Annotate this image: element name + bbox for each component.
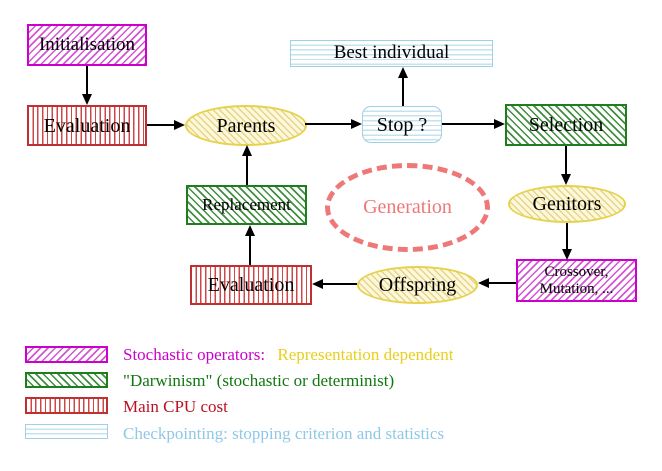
- node-replacement-label: Replacement: [202, 194, 291, 214]
- arrowhead-down-icon: [562, 249, 572, 260]
- arrow-line: [249, 235, 251, 265]
- node-evaluation-top-label: Evaluation: [43, 114, 131, 137]
- arrowhead-up-icon: [398, 67, 408, 78]
- node-evaluation-bottom-label: Evaluation: [207, 274, 295, 296]
- arrow-line: [322, 283, 357, 285]
- node-stop: Stop ?: [362, 106, 442, 143]
- node-replacement: Replacement: [186, 185, 307, 225]
- legend-label-cpu: Main CPU cost: [123, 397, 228, 416]
- legend-label-stochastic-main: Stochastic operators:: [123, 345, 266, 364]
- legend-label-stochastic-note: Representation dependent: [277, 345, 454, 364]
- node-parents-label: Parents: [216, 114, 276, 137]
- node-offspring-label: Offspring: [378, 274, 457, 296]
- node-initialisation: Initialisation: [27, 24, 147, 66]
- node-genitors: Genitors: [508, 185, 626, 223]
- generation-loop-ellipse: Generation: [325, 163, 490, 252]
- node-evaluation-top: Evaluation: [27, 105, 147, 146]
- arrowhead-down-icon: [82, 94, 92, 105]
- arrow-line: [488, 282, 516, 284]
- legend-swatch-stochastic: [25, 346, 108, 363]
- node-stop-label: Stop ?: [376, 113, 428, 136]
- node-crossover-line2: Mutation, ...: [539, 280, 614, 297]
- legend-swatch-checkpointing: [25, 424, 108, 439]
- node-parents: Parents: [185, 105, 307, 146]
- arrowhead-up-icon: [242, 145, 252, 156]
- node-best-individual: Best individual: [290, 40, 493, 67]
- node-genitors-label: Genitors: [532, 193, 602, 215]
- arrowhead-right-icon: [351, 119, 362, 129]
- node-offspring: Offspring: [357, 266, 478, 304]
- node-evaluation-bottom: Evaluation: [190, 265, 312, 305]
- arrowhead-right-icon: [494, 119, 505, 129]
- node-crossover-mutation: Crossover, Mutation, ...: [516, 259, 637, 302]
- arrowhead-up-icon: [245, 225, 255, 236]
- legend-swatch-darwinism: [25, 372, 108, 388]
- arrow-line: [147, 124, 175, 126]
- generation-label: Generation: [363, 196, 452, 218]
- arrow-line: [565, 146, 567, 175]
- arrow-line: [402, 77, 404, 106]
- legend-swatch-cpu: [25, 397, 108, 414]
- node-crossover-line1: Crossover,: [544, 264, 609, 280]
- node-initialisation-label: Initialisation: [38, 33, 136, 55]
- arrowhead-left-icon: [478, 278, 489, 288]
- node-selection: Selection: [505, 104, 627, 146]
- arrowhead-left-icon: [312, 279, 323, 289]
- arrowhead-down-icon: [561, 174, 571, 185]
- node-selection-label: Selection: [528, 114, 604, 136]
- arrow-line: [305, 123, 352, 125]
- arrow-line: [86, 66, 88, 96]
- legend-label-stochastic: Stochastic operators: Representation dep…: [123, 345, 453, 365]
- node-best-individual-label: Best individual: [333, 42, 450, 64]
- arrowhead-right-icon: [174, 120, 185, 130]
- arrow-line: [566, 223, 568, 250]
- arrow-line: [246, 155, 248, 185]
- legend-label-darwinism: "Darwinism" (stochastic or determinist): [123, 371, 395, 390]
- arrow-line: [442, 123, 495, 125]
- legend-label-checkpointing: Checkpointing: stopping criterion and st…: [123, 424, 445, 443]
